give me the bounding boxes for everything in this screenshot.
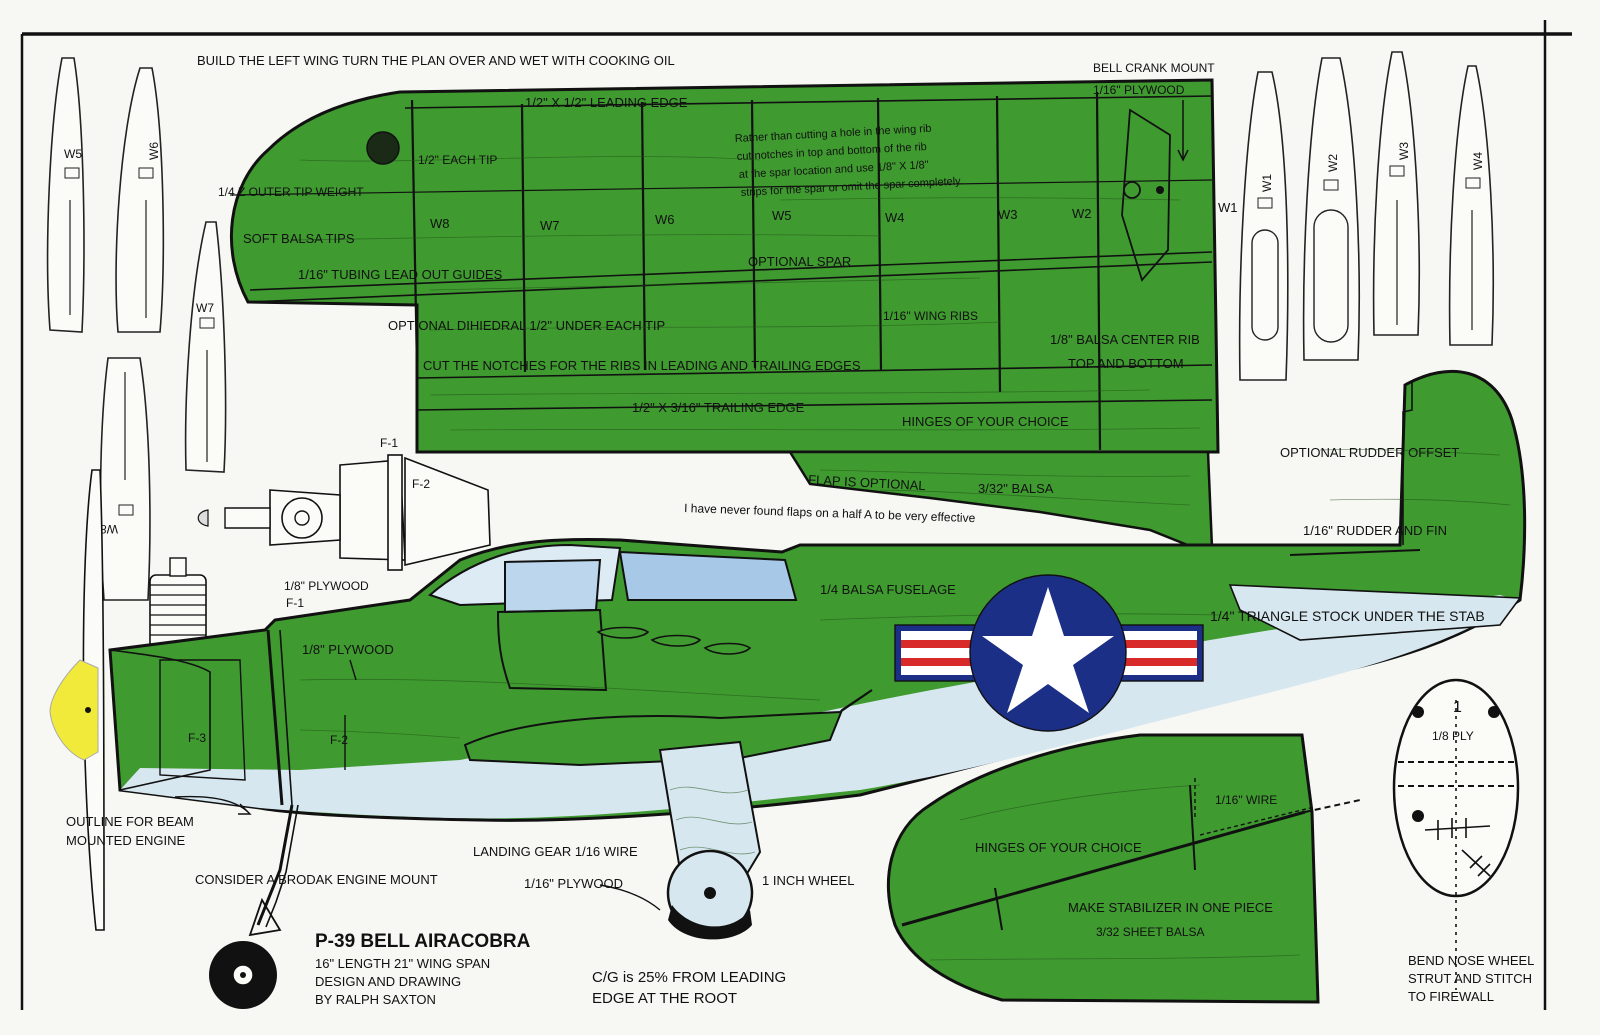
firewall-f1b-label: F-1 bbox=[286, 596, 304, 610]
rib-label-w3: W3 bbox=[998, 207, 1018, 222]
rib-w6-template bbox=[115, 67, 165, 333]
cg-note-2: EDGE AT THE ROOT bbox=[592, 990, 737, 1007]
gear-plywood-label: 1/16" PLYWOOD bbox=[524, 876, 623, 891]
tip-weight-label: 1/4 Z OUTER TIP WEIGHT bbox=[218, 185, 364, 199]
optional-spar-label: OPTIONAL SPAR bbox=[748, 254, 851, 269]
flap-material: 3/32" BALSA bbox=[978, 481, 1054, 496]
fuselage-plywood-label: 1/8" PLYWOOD bbox=[302, 642, 394, 657]
tip-weight-icon bbox=[366, 131, 400, 165]
rib-w1: W1 bbox=[1260, 174, 1274, 192]
cg-note-1: C/G is 25% FROM LEADING bbox=[592, 969, 786, 986]
stabilizer: 1/16" WIRE HINGES OF YOUR CHOICE MAKE ST… bbox=[886, 733, 1361, 1004]
rib-w5-template bbox=[46, 57, 85, 333]
rib-w7: W7 bbox=[196, 301, 214, 315]
wing-panel: BUILD THE LEFT WING TURN THE PLAN OVER A… bbox=[197, 53, 1238, 454]
brodak-label: CONSIDER A BRODAK ENGINE MOUNT bbox=[195, 872, 438, 887]
rib-w3: W3 bbox=[1397, 142, 1411, 160]
spinner bbox=[49, 659, 99, 761]
fuselage-f3-label: F-3 bbox=[188, 731, 206, 745]
bend-note-3: TO FIREWALL bbox=[1408, 989, 1494, 1004]
flap-label: FLAP IS OPTIONAL bbox=[808, 472, 926, 493]
bell-plywood-label: 1/16" PLYWOOD bbox=[1093, 83, 1185, 97]
each-tip-label: 1/2" EACH TIP bbox=[418, 153, 497, 167]
notches-label: CUT THE NOTCHES FOR THE RIBS IN LEADING … bbox=[423, 358, 861, 373]
bell-crank-label: BELL CRANK MOUNT bbox=[1093, 61, 1215, 75]
rib-label-w1: W1 bbox=[1218, 200, 1238, 215]
rudder-fin-label: 1/16" RUDDER AND FIN bbox=[1303, 523, 1447, 538]
wing-outline bbox=[230, 78, 1220, 454]
rib-w2: W2 bbox=[1326, 154, 1340, 172]
nose-plate-ply: 1/8 PLY bbox=[1432, 729, 1474, 743]
rib-label-w6: W6 bbox=[655, 212, 675, 227]
nose-plate: 1 1/8 PLY BEND NOSE WHEEL STRUT AND STIT… bbox=[1392, 678, 1534, 1004]
rib-w7-template bbox=[184, 221, 227, 473]
rib-w8: W8 bbox=[100, 522, 118, 536]
rib-w4: W4 bbox=[1471, 152, 1485, 170]
trailing-edge-label: 1/2" X 3/16" TRAILING EDGE bbox=[632, 400, 805, 415]
center-rib-label: 1/8" BALSA CENTER RIB bbox=[1050, 332, 1200, 347]
fuselage-f2-label: F-2 bbox=[330, 733, 348, 747]
landing-gear: OUTLINE FOR BEAM MOUNTED ENGINE CONSIDER… bbox=[66, 740, 854, 1009]
rib-w3-template bbox=[1372, 51, 1420, 336]
propeller bbox=[49, 469, 105, 931]
rib-w6: W6 bbox=[147, 142, 161, 160]
bend-note-1: BEND NOSE WHEEL bbox=[1408, 953, 1534, 968]
soft-tips-label: SOFT BALSA TIPS bbox=[243, 231, 355, 246]
rib-label-w7: W7 bbox=[540, 218, 560, 233]
stab-hinges-label: HINGES OF YOUR CHOICE bbox=[975, 840, 1142, 855]
center-rib-label-2: TOP AND BOTTOM bbox=[1068, 356, 1184, 371]
arrow-icon bbox=[1177, 149, 1189, 162]
flap-outline bbox=[787, 450, 1214, 554]
stab-make-label: MAKE STABILIZER IN ONE PIECE bbox=[1068, 900, 1273, 915]
triangle-stock-label: 1/4" TRIANGLE STOCK UNDER THE STAB bbox=[1210, 608, 1485, 624]
rib-w2-template bbox=[1302, 57, 1360, 361]
rib-label-w2: W2 bbox=[1072, 206, 1092, 221]
nose-plate-number: 1 bbox=[1453, 699, 1462, 716]
dihedral-label: OPTIONAL DIHIEDRAL 1/2" UNDER EACH TIP bbox=[388, 318, 665, 333]
rib-w4-template bbox=[1448, 65, 1494, 346]
wheel-label: 1 INCH WHEEL bbox=[762, 873, 854, 888]
rib-label-w5: W5 bbox=[772, 208, 792, 223]
outline-beam-label: OUTLINE FOR BEAM bbox=[66, 814, 194, 829]
outline-beam-label-2: MOUNTED ENGINE bbox=[66, 833, 186, 848]
firewall-plywood-label: 1/8" PLYWOOD bbox=[284, 579, 369, 593]
tubing-label: 1/16" TUBING LEAD OUT GUIDES bbox=[298, 267, 503, 282]
rib-label-w4: W4 bbox=[885, 210, 905, 225]
bell-crank-icon bbox=[1121, 108, 1171, 282]
rib-label-w8: W8 bbox=[430, 216, 450, 231]
rib-w5: W5 bbox=[64, 147, 82, 161]
rib-templates: W5 W6 W7 W8 W1 W2 W3 W4 bbox=[46, 51, 1494, 601]
stab-sheet-label: 3/32 SHEET BALSA bbox=[1096, 925, 1205, 939]
title-block: P-39 BELL AIRACOBRA 16" LENGTH 21" WING … bbox=[315, 931, 786, 1007]
firewall-f1-label: F-1 bbox=[380, 436, 398, 450]
plan-author: BY RALPH SAXTON bbox=[315, 992, 436, 1007]
rudder-offset-label: OPTIONAL RUDDER OFFSET bbox=[1280, 445, 1459, 460]
wing-ribs-label: 1/16" WING RIBS bbox=[883, 309, 978, 323]
fuselage-balsa-label: 1/4 BALSA FUSELAGE bbox=[820, 582, 956, 597]
stab-wire-label: 1/16" WIRE bbox=[1215, 793, 1277, 807]
firewall-f2-label: F-2 bbox=[412, 477, 430, 491]
plan-title: P-39 BELL AIRACOBRA bbox=[315, 931, 531, 952]
gear-wire-label: LANDING GEAR 1/16 WIRE bbox=[473, 844, 638, 859]
plan-spec: 16" LENGTH 21" WING SPAN bbox=[315, 956, 490, 971]
star-insignia-icon bbox=[894, 574, 1204, 732]
bend-note-2: STRUT AND STITCH bbox=[1408, 971, 1532, 986]
wing-instruction: BUILD THE LEFT WING TURN THE PLAN OVER A… bbox=[197, 53, 675, 68]
wing-hinges-label: HINGES OF YOUR CHOICE bbox=[902, 414, 1069, 429]
plan-design: DESIGN AND DRAWING bbox=[315, 974, 461, 989]
leading-edge-label: 1/2" X 1/2" LEADING EDGE bbox=[525, 95, 688, 110]
